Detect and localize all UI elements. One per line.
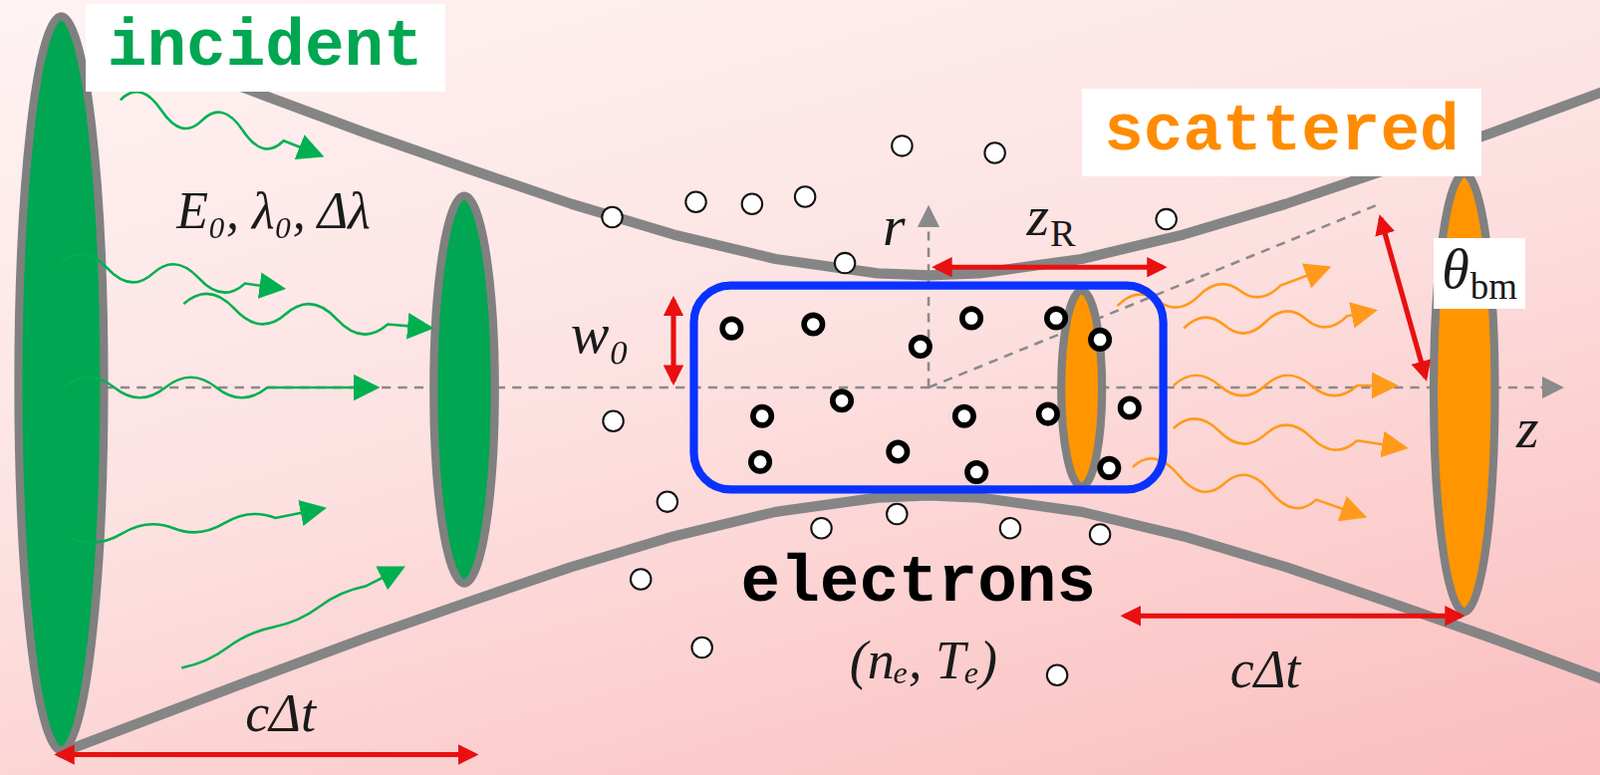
electrons-outside-part [891,135,912,156]
electrons-label: electrons [741,548,1096,618]
plasma-parameters: (nₑ, Tₑ) [849,630,998,691]
wavefront-ellipses-part [433,196,495,584]
scattered-waves-part [1183,310,1367,333]
electrons-outside-part [1000,518,1021,538]
axis-label: r [882,196,906,258]
scattered-box: scattered [1081,88,1481,178]
node-title: incident [107,11,424,85]
pulse-length: cΔt [245,685,316,743]
beam-parameters: E₀, λ₀, Δλ [176,184,371,240]
wavefront-ellipses-part [17,15,104,751]
electrons-outside-part [691,637,712,658]
node-title: scattered [1103,96,1459,170]
subscript: bm [1470,266,1518,307]
electrons-outside-part [810,518,831,538]
electrons-inside-part [962,308,981,327]
pulse-length: cΔt [1230,639,1302,700]
axis-label: z [1516,398,1540,460]
wavefront-ellipses [17,15,1495,751]
electrons-outside-part [602,411,623,432]
electrons-inside-part [955,406,974,425]
electrons-outside-part [657,491,678,512]
scattered-waves-part [1173,418,1398,450]
axis-label: z [1516,395,1540,461]
electrons-inside [722,308,1139,482]
scattered-waves-part [1132,458,1357,515]
dimension-arrows-part [57,752,475,758]
incident-box: incident [85,3,446,93]
rayleigh-length: z [1026,183,1050,249]
dimension-arrows-part [670,299,676,382]
electrons-outside [601,135,1177,686]
electrons-inside-part [888,442,907,461]
incident-waves-part [183,293,424,335]
pulse-length: cΔt [245,683,316,744]
electrons-inside-part [803,314,822,333]
beam-envelope [60,56,1600,753]
divergence-angle: θbm [1433,238,1526,309]
electrons-inside-part [751,453,770,472]
electrons-inside-part [753,406,772,425]
scattered-waves-part [1173,375,1388,396]
electrons-label: electrons [741,545,1096,621]
subscript: R [1050,212,1076,255]
electrons-outside-part [1047,664,1067,685]
electrons-inside-part [1099,459,1118,478]
electrons-inside-part [832,391,851,410]
electrons-outside-part [1089,524,1110,544]
incident-waves [60,91,424,668]
electrons-inside-part [1120,398,1139,417]
electrons-inside-part [1039,404,1058,423]
electrons-inside-part [722,318,741,337]
electrons-inside-part [1090,330,1109,349]
dimension-arrows-part [935,265,1163,270]
plasma-parameters: (nₑ, Tₑ) [849,632,998,690]
electrons-outside-part [685,191,706,212]
incident-waves-part [60,254,275,293]
electrons-inside-part [967,463,986,482]
electrons-outside-part [630,568,651,589]
dimension-arrows [57,218,1461,755]
beam-envelope-part [60,496,1600,754]
incident-waves-part [120,91,315,153]
dimension-arrows-part [1124,613,1462,619]
incident-waves-part [63,377,370,398]
rayleigh-length: zR [1026,186,1075,248]
axes-part [927,216,931,388]
dimension-arrows-part [1380,218,1426,378]
electrons-outside-part [984,142,1005,163]
electrons-outside-part [742,194,763,215]
incident-waves-part [71,510,317,543]
divergence-angle: θ [1441,238,1470,300]
pulse-length: cΔt [1230,641,1302,699]
scattering-volume [693,285,1163,491]
electrons-outside-part [795,186,815,207]
beam-waist: w₀ [570,300,630,366]
electrons-inside-part [911,337,930,356]
beam-waist: w₀ [570,303,630,365]
beam-parameters: E₀, λ₀, Δλ [176,182,371,240]
electrons-outside-part [1155,209,1176,230]
axis-label: r [882,193,906,259]
electrons-outside-part [834,253,855,273]
electrons-outside-part [601,207,622,228]
electrons-outside-part [886,504,907,525]
incident-waves-part [181,570,396,668]
electrons-inside-part [1047,308,1066,327]
